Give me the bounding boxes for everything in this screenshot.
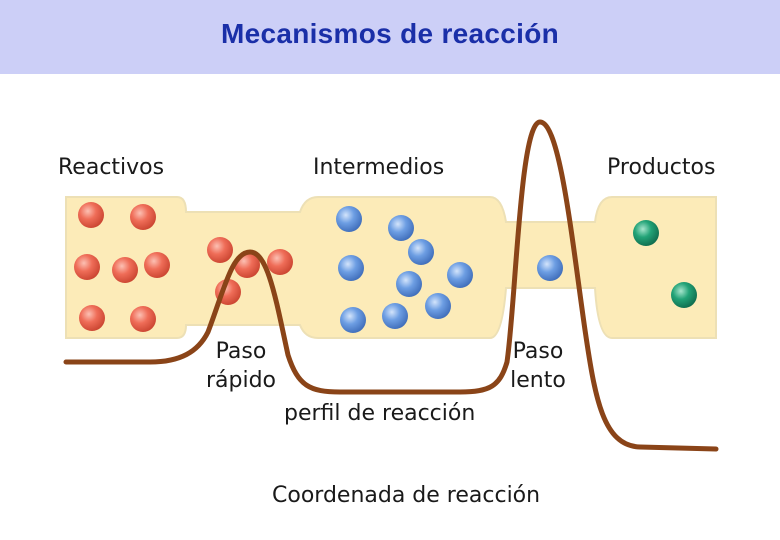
intermediate-particle xyxy=(425,293,451,319)
intermediate-particles xyxy=(336,206,563,333)
slow-step-label: Paso lento xyxy=(498,337,578,395)
page-title: Mecanismos de reacción xyxy=(220,18,560,49)
slow-step-line-1: Paso xyxy=(512,339,564,364)
intermediate-particle xyxy=(340,307,366,333)
fast-step-label: Paso rápido xyxy=(196,337,286,395)
slow-step-line-2: lento xyxy=(510,368,566,393)
fast-step-line-2: rápido xyxy=(205,368,277,393)
reactant-particle xyxy=(79,305,105,331)
product-particles xyxy=(633,220,697,308)
reactant-particles xyxy=(74,202,293,332)
reaction-profile-label: perfil de reacción xyxy=(284,401,476,426)
product-particle xyxy=(633,220,659,246)
reaction-profile-curve xyxy=(63,119,719,452)
reactant-particle xyxy=(207,237,233,263)
intermediate-particle xyxy=(336,206,362,232)
intermediate-particle xyxy=(388,215,414,241)
title-band xyxy=(0,0,780,74)
reactant-particle xyxy=(144,252,170,278)
reactant-particle xyxy=(130,204,156,230)
reactant-particle xyxy=(78,202,104,228)
reactants-label: Reactivos xyxy=(58,155,165,180)
intermediate-particle xyxy=(447,262,473,288)
reactant-particle xyxy=(74,254,100,280)
reactant-particle xyxy=(112,257,138,283)
intermediate-particle xyxy=(382,303,408,329)
product-particle xyxy=(671,282,697,308)
intermediates-label: Intermedios xyxy=(313,155,445,180)
x-axis-label: Coordenada de reacción xyxy=(272,483,541,508)
fast-step-line-1: Paso xyxy=(215,339,267,364)
intermediate-particle xyxy=(537,255,563,281)
intermediate-particle xyxy=(338,255,364,281)
reactant-particle xyxy=(130,306,156,332)
intermediate-particle xyxy=(396,271,422,297)
reactant-particle xyxy=(267,249,293,275)
products-label: Productos xyxy=(607,155,716,180)
intermediate-particle xyxy=(408,239,434,265)
